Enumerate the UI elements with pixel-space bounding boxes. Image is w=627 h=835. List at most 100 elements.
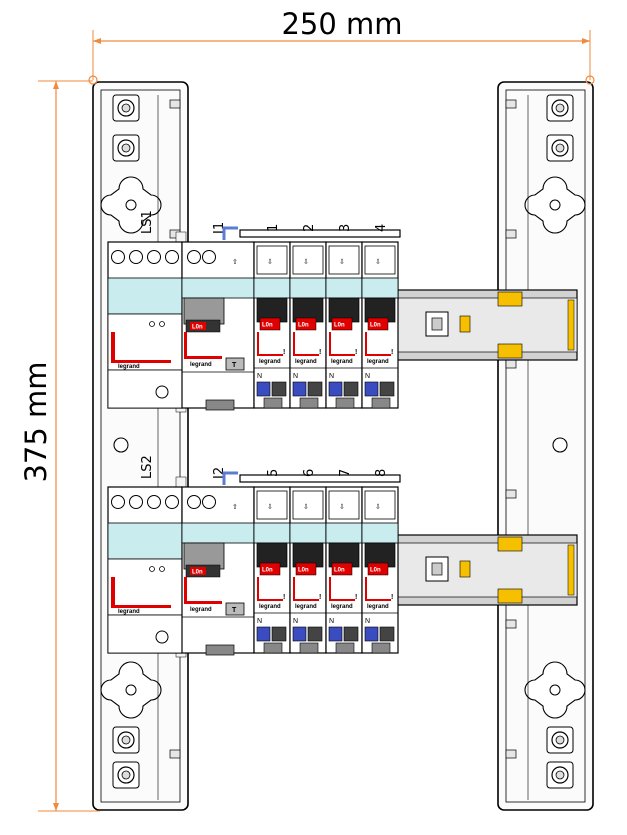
neutral-terminal [256, 626, 271, 642]
rcd-lever-housing [183, 297, 225, 325]
busbar-comb [239, 474, 401, 483]
breaker-red-bar [365, 332, 367, 354]
rcd-terminal [187, 250, 201, 264]
rail-notch [505, 229, 517, 239]
rail-notch [169, 99, 181, 109]
neutral-label: N [257, 618, 262, 625]
breaker-red-line [293, 599, 319, 601]
breaker-bottom-clip [335, 642, 355, 654]
din-rail-end-stop [567, 299, 575, 351]
brand-label: legrand [331, 359, 353, 365]
breaker-on-marker-bg [331, 317, 353, 331]
rail-notch [505, 749, 517, 759]
breaker-red-bar [329, 332, 331, 354]
din-rail [392, 534, 578, 606]
neutral-terminal [328, 381, 343, 397]
breaker-label: 5 [266, 469, 281, 477]
rcd-bottom-clip [205, 399, 235, 411]
breaker-warning-mark: ! [355, 349, 357, 356]
load-switch-red-line [111, 605, 171, 608]
vertical-mounting-rail [92, 81, 189, 811]
breaker-window [253, 522, 291, 544]
brand-label: legrand [118, 609, 140, 615]
breaker-top-terminal [256, 245, 288, 275]
breaker-warning-mark: ! [391, 349, 393, 356]
breaker-red-line [329, 599, 355, 601]
rcd-bottom-clip [205, 644, 235, 656]
brand-label: legrand [190, 362, 212, 368]
breaker-on-marker: L0n [298, 323, 309, 329]
phase-terminal [271, 381, 287, 397]
breaker-top-terminal [364, 245, 396, 275]
breaker-bottom-clip [371, 642, 391, 654]
phase-terminal [307, 381, 323, 397]
din-rail-slot-inner [431, 562, 443, 576]
brand-label: legrand [259, 604, 281, 610]
load-switch-base [107, 369, 183, 409]
din-rail-clip-top [497, 536, 523, 552]
neutral-label: N [257, 373, 262, 380]
breaker-red-line [365, 354, 391, 356]
screw-head [121, 770, 131, 780]
breaker-bottom-clip [299, 642, 319, 654]
din-rail-marker [459, 560, 471, 578]
load-switch-indicator [149, 321, 155, 327]
breaker-red-line [329, 354, 355, 356]
breaker-top-terminal [292, 490, 324, 520]
feed-bracket [222, 226, 238, 240]
rail-fixing-hole [552, 437, 568, 453]
load-switch-terminal [111, 495, 125, 509]
brand-label: legrand [259, 359, 281, 365]
din-rail-clip-top [497, 291, 523, 307]
rcd-on-marker-bg [190, 322, 206, 330]
load-switch-red-bar [111, 577, 115, 607]
breaker-top-terminal [292, 245, 324, 275]
rcd-arrow-icon: ⇧ [232, 503, 238, 511]
breaker-red-bar [365, 577, 367, 599]
load-switch-terminal [147, 250, 161, 264]
neutral-terminal [364, 626, 379, 642]
breaker-arrow-icon: ⇩ [267, 503, 273, 511]
breaker-on-marker: L0n [298, 568, 309, 574]
load-switch-red-bar [111, 332, 115, 362]
breaker-top-terminal [328, 490, 360, 520]
breaker-bottom-clip [299, 397, 319, 409]
rcd-red-line [184, 356, 222, 359]
breaker-on-marker-bg [331, 562, 353, 576]
neutral-terminal [328, 626, 343, 642]
brand-label: legrand [118, 364, 140, 370]
brand-label: legrand [295, 359, 317, 365]
rail-fixing-hole [113, 437, 129, 453]
rail-inner-edge [100, 89, 181, 803]
breaker-label: 4 [374, 224, 389, 232]
breaker-on-marker-bg [367, 562, 389, 576]
rail-notch [505, 489, 517, 499]
rail-inner-edge [505, 89, 586, 803]
load-switch-terminal [165, 495, 179, 509]
brand-label: legrand [367, 359, 389, 365]
rail-notch [169, 749, 181, 759]
rail-notch [505, 359, 517, 369]
breaker-on-marker: L0n [334, 568, 345, 574]
breaker-on-marker-bg [295, 562, 317, 576]
din-rails [392, 289, 578, 606]
breaker-on-marker-bg [367, 317, 389, 331]
neutral-label: N [365, 373, 370, 380]
breaker-arrow-icon: ⇩ [375, 258, 381, 266]
breaker-label: 6 [302, 469, 317, 477]
breaker-warning-mark: ! [283, 594, 285, 601]
breaker-warning-mark: ! [355, 594, 357, 601]
rcd-red-bar [184, 577, 187, 603]
phase-terminal [379, 381, 395, 397]
breaker-bottom-clip [263, 642, 283, 654]
rcd-red-bar [184, 332, 187, 358]
din-rail-marker [459, 315, 471, 333]
rcd-terminal [202, 495, 216, 509]
din-rail-clip-bottom [497, 343, 523, 359]
